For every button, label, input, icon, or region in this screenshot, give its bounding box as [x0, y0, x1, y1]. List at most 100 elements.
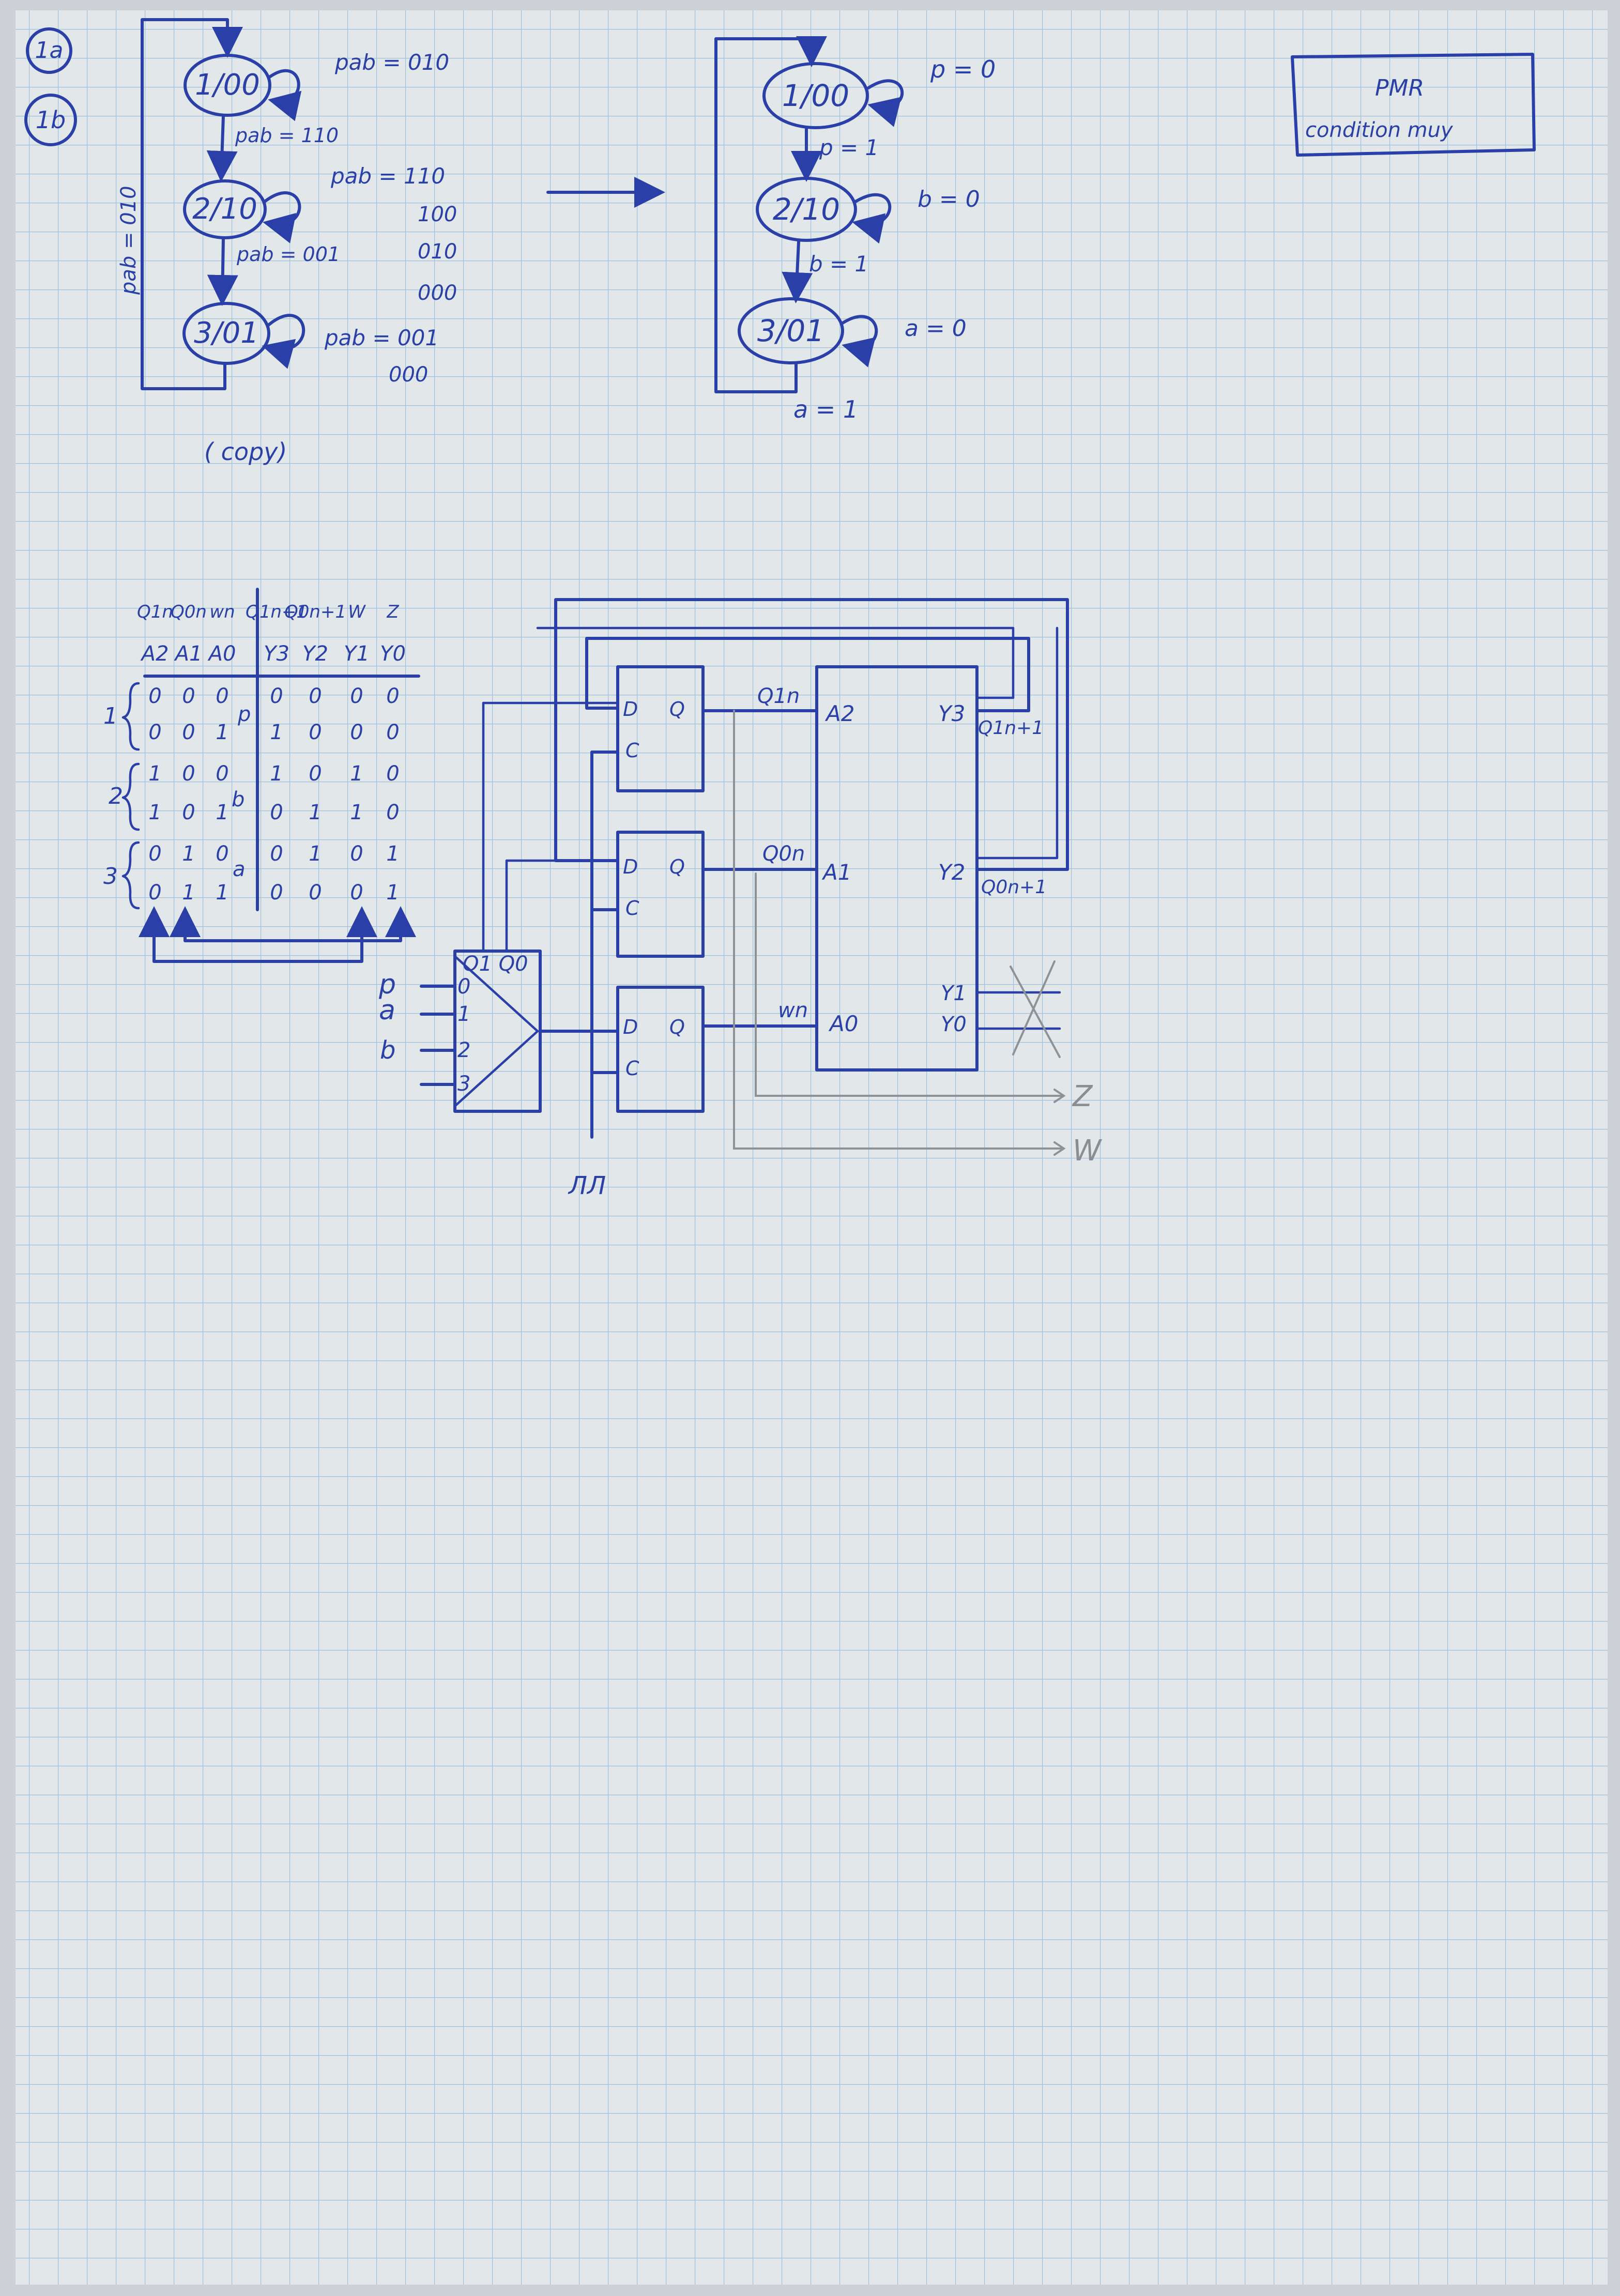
feedback-label-q0: Q0n+1 — [981, 877, 1047, 898]
table-cell: 1 — [216, 721, 228, 744]
output-w-label: W — [1073, 1134, 1103, 1168]
simple-s2-loop — [852, 193, 892, 244]
table-cell: 1 — [182, 881, 195, 905]
ff1-d-pin: D — [623, 698, 638, 721]
note-line-1: PMR — [1375, 75, 1424, 101]
table-header-top-cell: Z — [386, 602, 399, 622]
table-header-top-cell: Q1n+1 — [246, 602, 308, 622]
simple-s3-loop — [841, 315, 878, 368]
table-header-top-cell: Q0n+1 — [284, 602, 346, 622]
table-cell: 0 — [270, 801, 283, 824]
mux-input-a: a — [379, 995, 395, 1026]
table-cell: 0 — [386, 684, 399, 708]
simple-s3-loop-label: a = 0 — [905, 315, 967, 342]
s3-loop-label-1: 000 — [389, 363, 428, 387]
mark-1b: 1b — [36, 106, 66, 134]
simple-t23-label: b = 1 — [809, 251, 868, 277]
table-cell: 0 — [270, 684, 283, 708]
s2-self-loop — [263, 191, 301, 243]
mark-1a: 1a — [35, 37, 64, 64]
mux-pin-3: 3 — [457, 1072, 470, 1096]
table-cell: 0 — [270, 842, 283, 866]
table-header-bottom-cell: A2 — [140, 642, 169, 666]
rom-out-y3: Y3 — [938, 701, 965, 726]
table-header-top-cell: Q0n — [171, 602, 207, 622]
table-cell: 0 — [148, 881, 161, 905]
table-cell: 1 — [309, 801, 322, 824]
table-header-top-cell: Q1n — [137, 602, 173, 622]
select-q0-wire — [505, 859, 591, 953]
table-cell: 0 — [216, 762, 228, 786]
table-cell: 0 — [182, 684, 195, 708]
table-cell: 0 — [148, 684, 161, 708]
flip-flop-q0: D Q C — [616, 831, 705, 958]
table-header-bottom-cell: A1 — [174, 642, 203, 666]
mux-input-b: b — [380, 1036, 395, 1065]
table-cell: 1 — [148, 762, 161, 786]
state-2-label: 2/10 — [192, 192, 257, 226]
ff2-c-pin: C — [625, 897, 639, 920]
ff1-c-pin: C — [625, 739, 639, 762]
t31-label: pab = 010 — [117, 186, 141, 295]
side-label-a: a — [233, 858, 246, 881]
feedback-label-q1: Q1n+1 — [978, 717, 1044, 739]
table-cell: 0 — [216, 684, 228, 708]
clock-label: ЛЛ — [568, 1171, 606, 1200]
table-cell: 1 — [350, 762, 363, 786]
table-cell: 0 — [350, 881, 363, 905]
t23-label: pab = 001 — [236, 243, 340, 266]
table-cell: 0 — [309, 684, 322, 708]
group-3-brace — [121, 841, 140, 910]
note-box: PMR condition muy — [1291, 53, 1536, 157]
output-w-wire — [733, 710, 1063, 1150]
table-cell: 1 — [216, 881, 228, 905]
s1-self-loop — [267, 69, 302, 121]
simple-s1-loop — [867, 79, 904, 127]
table-cell: 0 — [386, 721, 399, 744]
state-1: 1/00 — [184, 54, 271, 117]
simple-state-1-label: 1/00 — [782, 78, 849, 113]
note-line-2: condition muy — [1305, 118, 1454, 142]
table-header-top-cell: W — [348, 602, 366, 622]
simplified-state-graph: 1/00 2/10 3/01 p = 0 b = 0 a = 0 p = 1 b… — [714, 36, 996, 423]
rom-in-a2: A2 — [824, 701, 854, 726]
mux-pin-2: 2 — [457, 1038, 470, 1062]
table-cell: 0 — [350, 684, 363, 708]
flip-flop-w: D Q C — [616, 986, 705, 1113]
simple-t31-arrow — [714, 36, 827, 393]
select-q1-wire — [482, 701, 619, 953]
ff2-d-pin: D — [623, 855, 638, 878]
table-cell: 0 — [309, 762, 322, 786]
table-cell: 1 — [182, 842, 195, 866]
s2-loop-label-0: pab = 110 — [330, 163, 445, 189]
copy-arrow-y2 — [184, 906, 416, 942]
mux-pin-1: 1 — [457, 1002, 470, 1026]
group-3-label: 3 — [103, 863, 118, 890]
output-z-wire — [755, 873, 1063, 1097]
header-marks: 1a 1b — [24, 27, 77, 146]
table-cell: 0 — [350, 721, 363, 744]
simple-state-2: 2/10 — [756, 177, 857, 242]
table-header-bottom-cell: Y0 — [380, 642, 406, 666]
table-cell: 1 — [270, 721, 283, 744]
rom-in-a1: A1 — [821, 860, 851, 885]
state-3-label: 3/01 — [194, 316, 259, 350]
table-cell: 0 — [309, 721, 322, 744]
t23-arrow — [207, 237, 238, 306]
simple-t31-label: a = 1 — [793, 395, 858, 423]
table-cell: 0 — [216, 842, 228, 866]
simple-state-3: 3/01 — [738, 297, 844, 364]
copy-caption: ( copy) — [204, 438, 287, 466]
table-cell: 0 — [148, 721, 161, 744]
table-header-bottom-cell: A0 — [207, 642, 236, 666]
table-cell: 1 — [386, 881, 399, 905]
simple-s1-loop-label: p = 0 — [930, 55, 996, 83]
table-cell: 0 — [309, 881, 322, 905]
table-cell: 1 — [350, 801, 363, 824]
group-2-label: 2 — [109, 783, 123, 809]
t31-arrow — [141, 18, 243, 390]
